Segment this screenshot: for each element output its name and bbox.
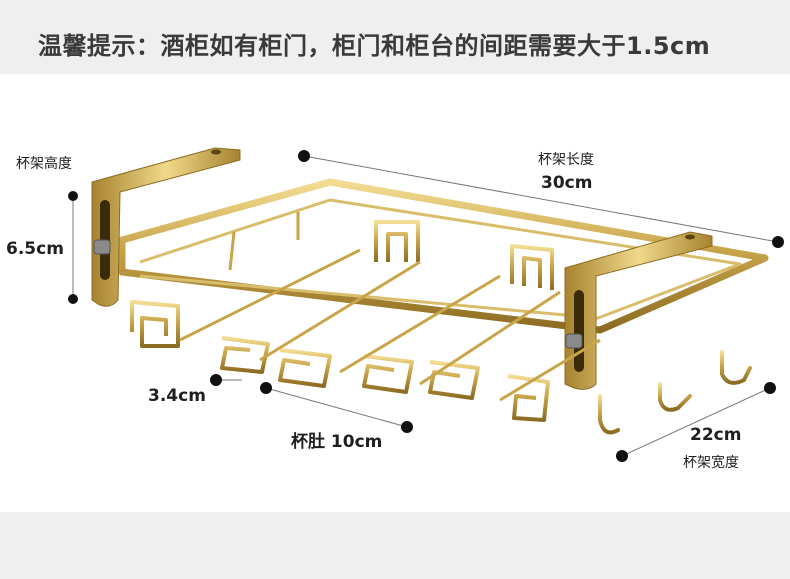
length-label: 杯架长度: [538, 152, 594, 168]
notice-banner: 温馨提示：酒柜如有柜门，柜门和柜台的间距需要大于1.5cm: [0, 0, 790, 74]
height-label: 杯架高度: [16, 156, 72, 172]
length-value: 30cm: [541, 173, 593, 193]
support-rails: [179, 212, 601, 402]
dimension-markers: [68, 150, 784, 462]
greek-key-rails: [130, 220, 554, 422]
wine-glass-rack-illustration: [68, 147, 784, 462]
width-value: 22cm: [690, 425, 742, 445]
hook-gap-value: 3.4cm: [148, 386, 206, 406]
footer-band: [0, 512, 790, 579]
dimension-lines: [72, 155, 779, 457]
height-value: 6.5cm: [6, 239, 64, 259]
notice-text: 温馨提示：酒柜如有柜门，柜门和柜台的间距需要大于1.5cm: [38, 32, 711, 60]
right-bracket: [564, 231, 713, 390]
width-label: 杯架宽度: [683, 455, 739, 471]
hooks: [598, 278, 752, 435]
rack-frame: [118, 178, 769, 334]
left-bracket: [91, 147, 241, 307]
cup-belly-label: 杯肚 10cm: [291, 432, 383, 452]
